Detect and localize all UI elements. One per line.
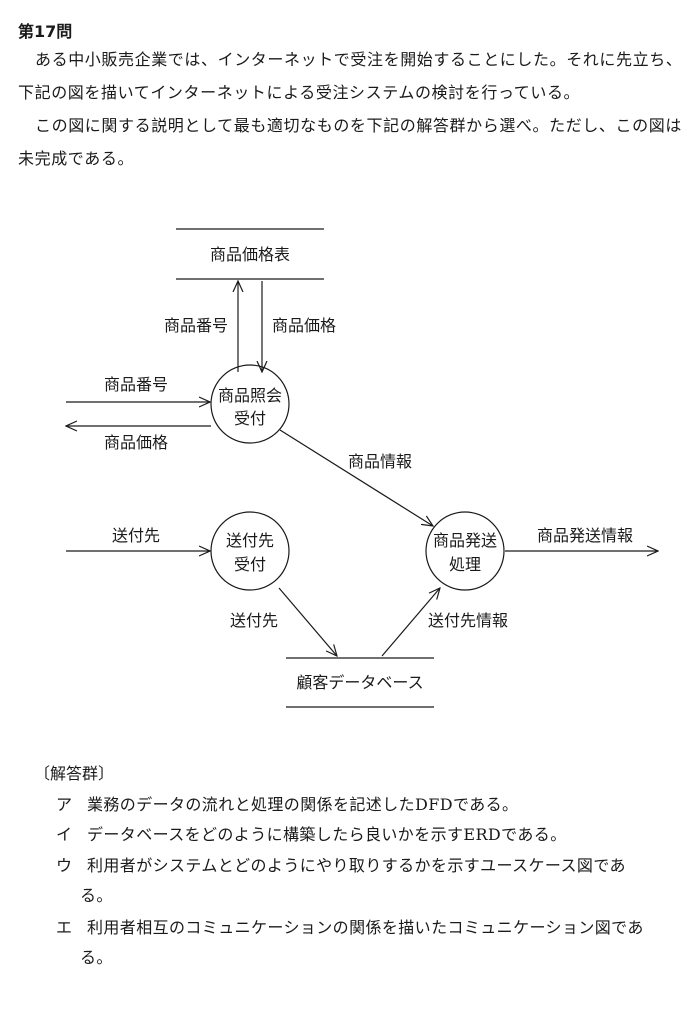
- answer-option-a: ア業務のデータの流れと処理の関係を記述したDFDである。: [56, 790, 688, 820]
- intro-text-2: この図に関する説明として最も適切なものを下記の解答群から選べ。ただし、この図は未…: [18, 116, 682, 168]
- option-text-continuation: る。: [80, 886, 113, 905]
- intro-text-1: ある中小販売企業では、インターネットで受注を開始することにした。それに先立ち、下…: [18, 50, 683, 102]
- flow-label-in-destination: 送付先: [112, 526, 160, 545]
- option-text: 利用者がシステムとどのようにやり取りするかを示すユースケース図であ: [87, 856, 626, 875]
- option-label: エ: [56, 918, 73, 937]
- process-label-line-2: 受付: [234, 555, 266, 574]
- process-label-line-2: 処理: [449, 555, 481, 574]
- question-title: 第17問: [18, 22, 73, 41]
- flow-arrow-db-to-shipping: [381, 588, 440, 657]
- option-label: ウ: [56, 856, 73, 875]
- option-text-continuation: る。: [80, 948, 113, 967]
- flow-arrow-product-info: [279, 429, 433, 526]
- option-label: ア: [56, 795, 73, 814]
- data-store-price-table: 商品価格表: [176, 228, 324, 280]
- flow-label-destination-to-db: 送付先: [230, 611, 278, 630]
- flow-label-shipping-out: 商品発送情報: [537, 526, 633, 545]
- process-circle: [425, 511, 505, 591]
- store-label-price-table: 商品価格表: [210, 245, 290, 264]
- answer-group-heading: 〔解答群〕: [34, 764, 115, 783]
- flow-label-out-product-price: 商品価格: [104, 433, 168, 452]
- process-destination: 送付先 受付: [210, 511, 290, 591]
- answer-option-e: エ利用者相互のコミュニケーションの関係を描いたコミュニケーション図であ る。: [56, 913, 688, 973]
- flow-label-db-to-shipping: 送付先情報: [428, 611, 508, 630]
- process-label-line-2: 受付: [234, 409, 266, 428]
- intro-paragraph-1: ある中小販売企業では、インターネットで受注を開始することにした。それに先立ち、下…: [18, 43, 686, 109]
- intro-paragraph-2: この図に関する説明として最も適切なものを下記の解答群から選べ。ただし、この図は未…: [18, 109, 686, 175]
- store-label-customer-db: 顧客データベース: [296, 673, 423, 692]
- option-label: イ: [56, 825, 73, 844]
- flow-label-to-price-table: 商品番号: [164, 316, 228, 335]
- process-inquiry: 商品照会 受付: [210, 364, 290, 444]
- process-shipping: 商品発送 処理: [425, 511, 505, 591]
- process-label-line-1: 商品照会: [218, 386, 282, 405]
- process-circle: [210, 511, 290, 591]
- option-text: 利用者相互のコミュニケーションの関係を描いたコミュニケーション図であ: [87, 918, 644, 937]
- answer-option-i: イデータベースをどのように構築したら良いかを示すERDである。: [56, 820, 688, 850]
- flow-label-in-product-number: 商品番号: [104, 375, 168, 394]
- answer-option-u: ウ利用者がシステムとどのようにやり取りするかを示すユースケース図であ る。: [56, 851, 688, 911]
- process-label-line-1: 送付先: [226, 531, 274, 550]
- data-store-customer-db: 顧客データベース: [286, 657, 434, 708]
- process-label-line-1: 商品発送: [433, 531, 497, 550]
- option-text: データベースをどのように構築したら良いかを示すERDである。: [87, 825, 567, 844]
- flow-arrow-destination-to-db: [278, 587, 337, 656]
- option-text: 業務のデータの流れと処理の関係を記述したDFDである。: [87, 795, 519, 814]
- process-circle: [210, 364, 290, 444]
- flow-label-from-price-table: 商品価格: [272, 316, 336, 335]
- flow-label-product-info: 商品情報: [348, 452, 412, 471]
